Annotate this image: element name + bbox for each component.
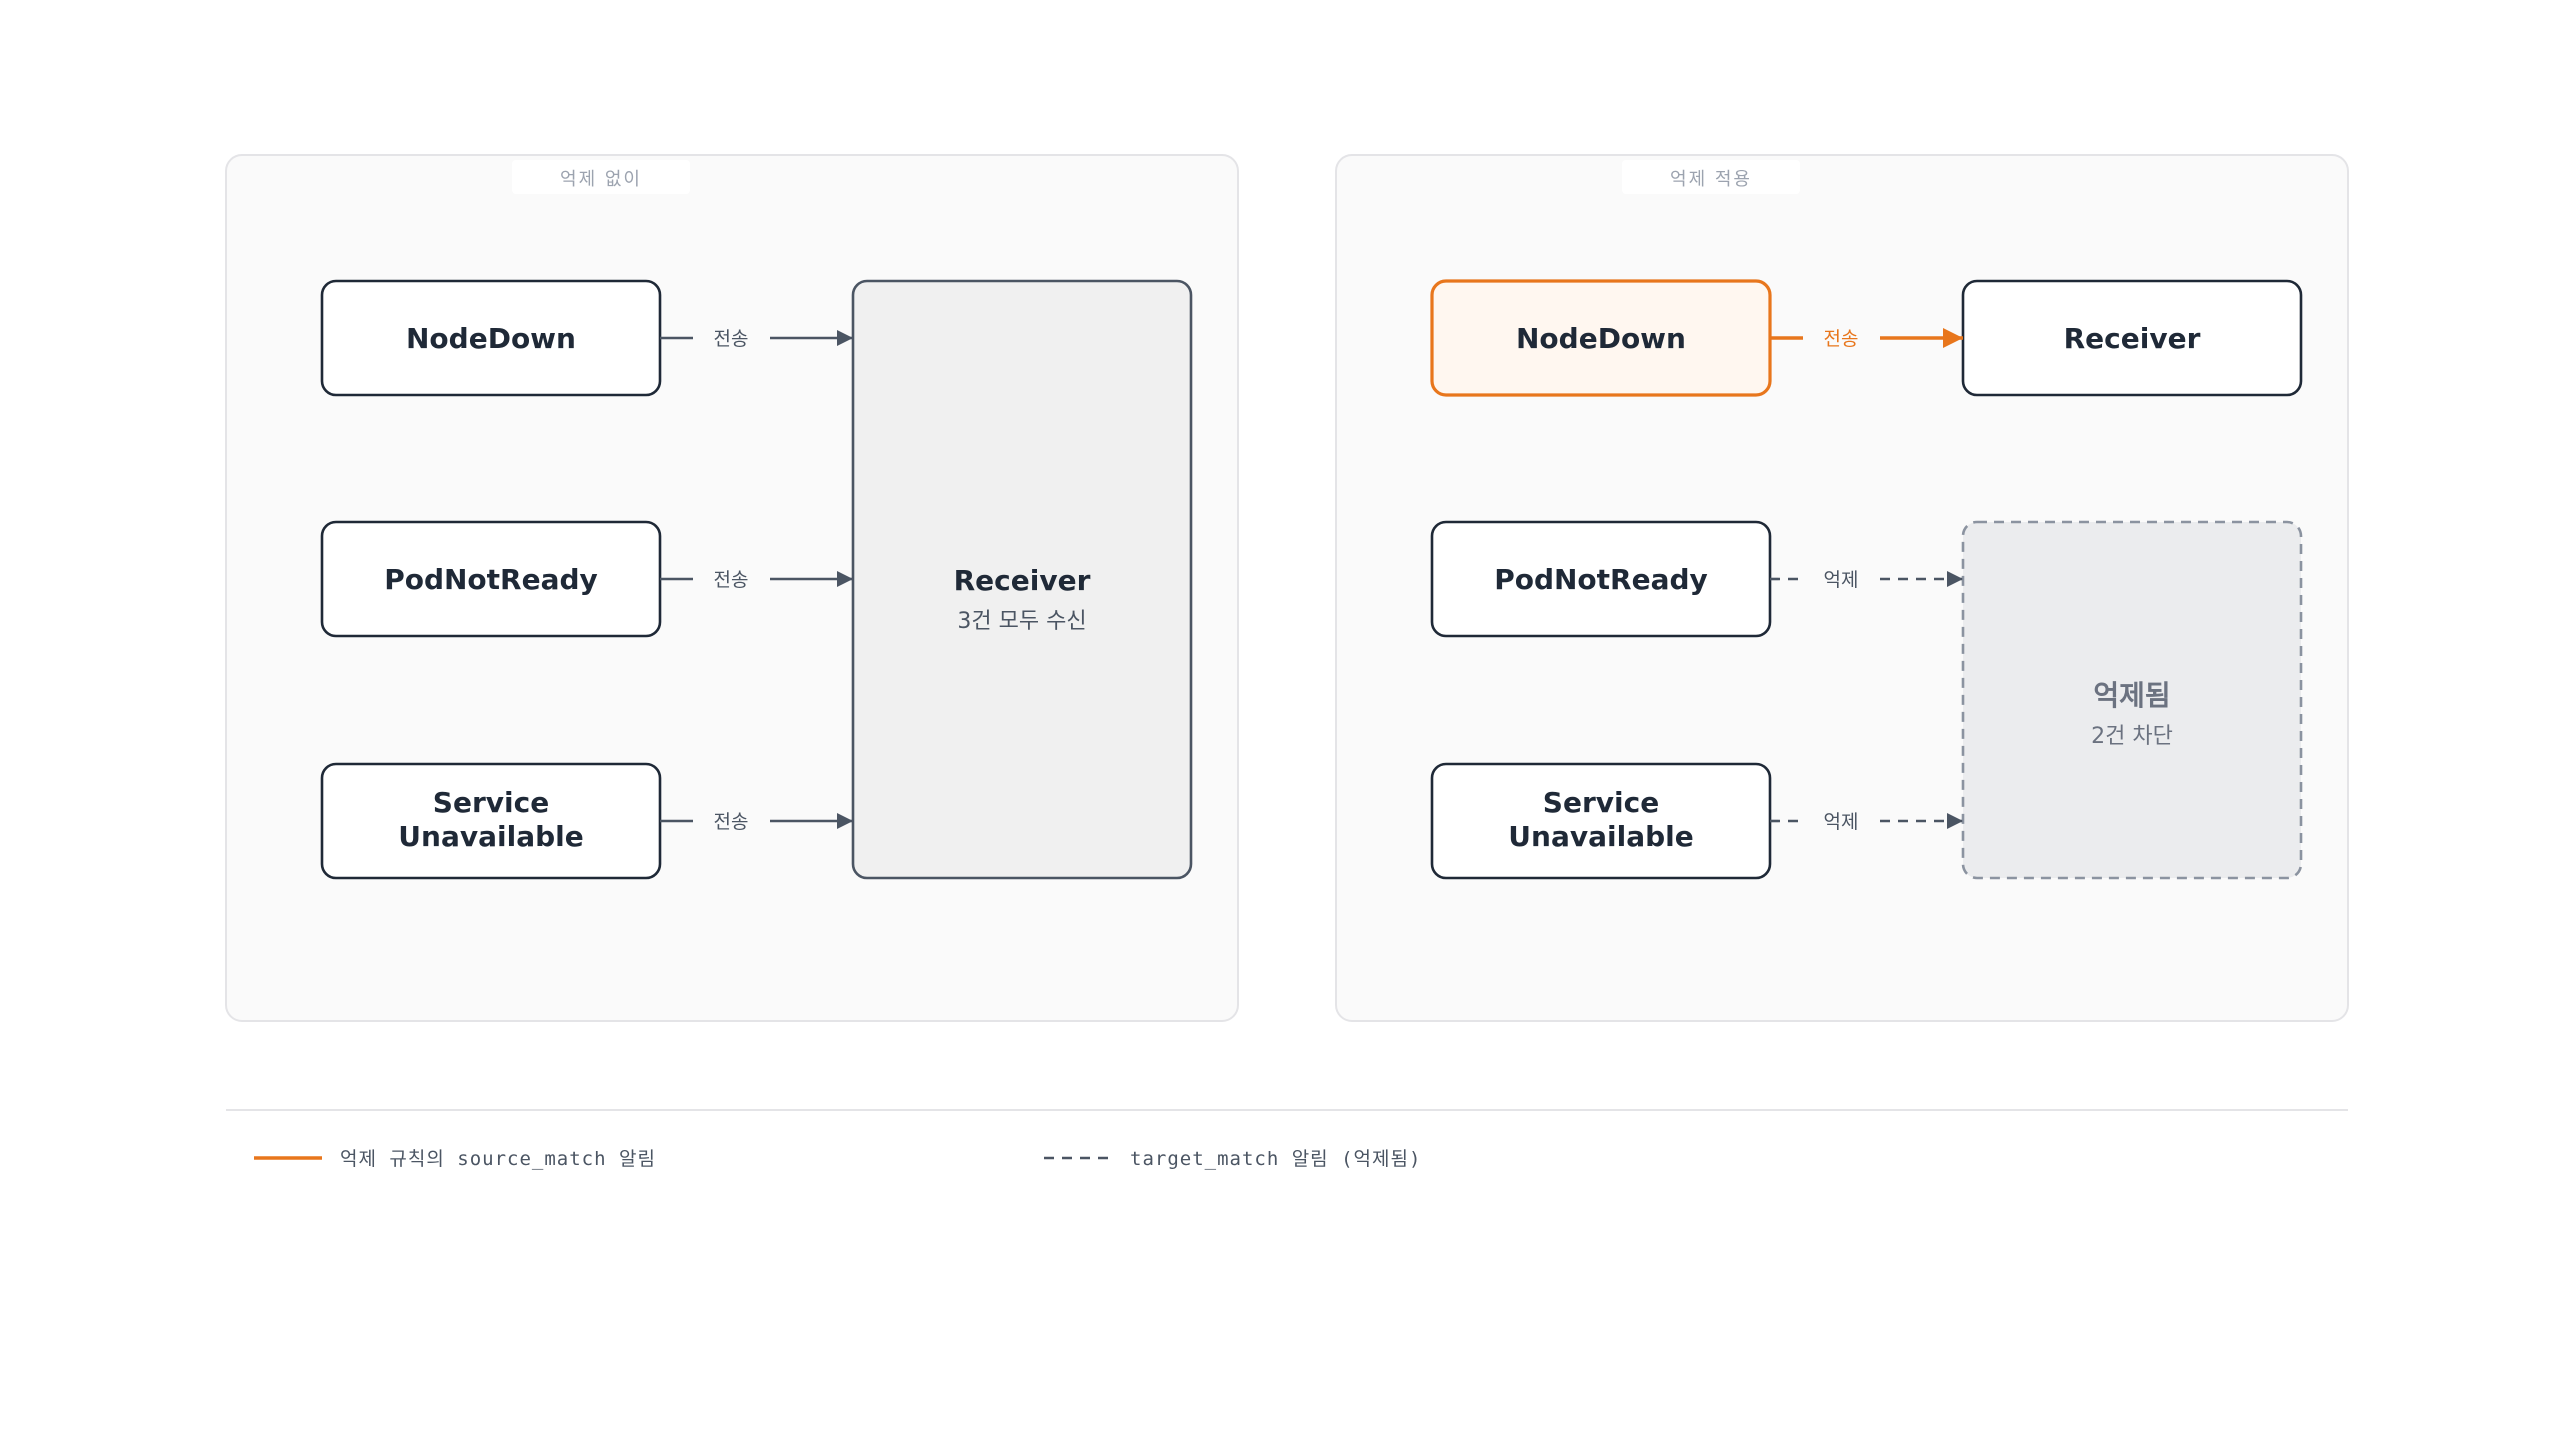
edge-send: 전송 bbox=[660, 569, 853, 591]
edge-send: 전송 bbox=[660, 328, 853, 350]
panel-label-background bbox=[512, 160, 690, 194]
edge-label: 전송 bbox=[1824, 328, 1859, 350]
receiver-subtitle: 3건 모두 수신 bbox=[957, 609, 1086, 634]
panel-label-background bbox=[1622, 160, 1800, 194]
edge-label: 억제 bbox=[1824, 811, 1859, 833]
edge-label: 전송 bbox=[714, 328, 749, 350]
panel-title: 억제 없이 bbox=[560, 169, 642, 190]
alert-node-label: NodeDown bbox=[1516, 322, 1686, 355]
receiver-title: Receiver bbox=[2064, 322, 2201, 355]
receiver-title: Receiver bbox=[954, 564, 1091, 597]
legend: 억제 규칙의 source_match 알림 target_match 알림 (… bbox=[226, 1109, 2348, 1170]
legend-target-label: target_match 알림 (억제됨) bbox=[1130, 1148, 1421, 1170]
alert-node-label-line2: Unavailable bbox=[1508, 820, 1693, 853]
panel-with-inhibition: 억제 적용 NodeDown PodNotReady Service Unava… bbox=[1335, 154, 2349, 1022]
panel-title: 억제 적용 bbox=[1670, 169, 1752, 190]
alert-node-label-line2: Unavailable bbox=[398, 820, 583, 853]
panel-without-inhibition: 억제 없이 NodeDown PodNotReady Service Unava… bbox=[225, 154, 1239, 1022]
edge-label: 전송 bbox=[714, 811, 749, 833]
edge-label: 전송 bbox=[714, 569, 749, 591]
edge-send: 전송 bbox=[660, 811, 853, 833]
edge-send-source: 전송 bbox=[1770, 328, 1963, 350]
alert-node-label: PodNotReady bbox=[1494, 563, 1708, 596]
alert-node-label-line1: Service bbox=[433, 786, 549, 819]
suppressed-subtitle: 2건 차단 bbox=[2091, 724, 2173, 749]
suppressed-title: 억제됨 bbox=[2093, 679, 2170, 712]
alert-node-label: PodNotReady bbox=[384, 563, 598, 596]
edge-label: 억제 bbox=[1824, 569, 1859, 591]
legend-source-label: 억제 규칙의 source_match 알림 bbox=[340, 1148, 656, 1170]
suppressed-node bbox=[1961, 520, 2303, 880]
edge-inhibited: 억제 bbox=[1770, 811, 1963, 833]
edge-inhibited: 억제 bbox=[1770, 569, 1963, 591]
alert-node-label: NodeDown bbox=[406, 322, 576, 355]
alert-node-label-line1: Service bbox=[1543, 786, 1659, 819]
